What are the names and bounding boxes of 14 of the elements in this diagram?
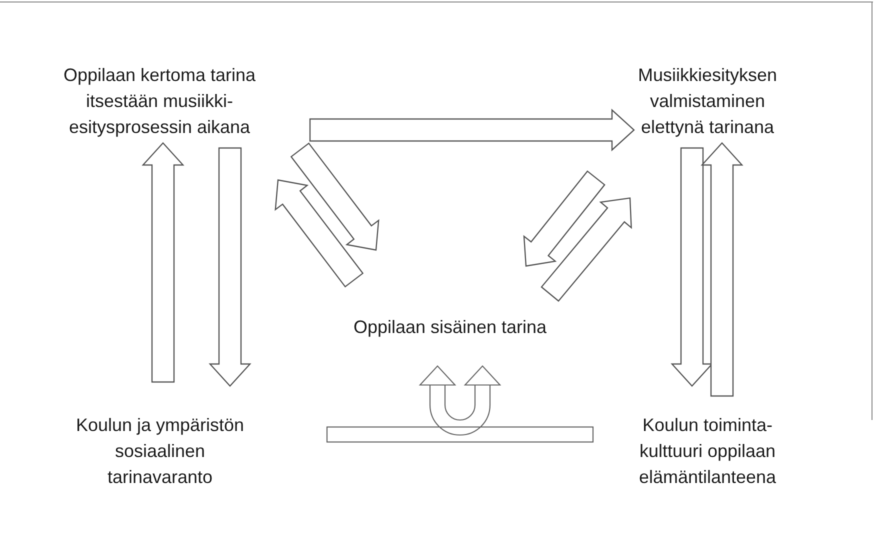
- node-text: Koulun toiminta-kulttuuri oppilaan elämäntilanteena: [638, 414, 778, 489]
- block-arrow: [274, 179, 364, 288]
- block-arrow: [142, 142, 184, 383]
- node-text: Koulun ja ympäristön sosiaalinen tarinavaranto: [74, 414, 246, 489]
- block-arrow: [670, 147, 714, 387]
- node-text: Musiikkiesityksen valmistaminen elettynä tarinana: [636, 64, 778, 139]
- block-arrow: [208, 147, 252, 387]
- block-arrow: [523, 170, 606, 267]
- node-text: Oppilaan kertoma tarina itsestään musiikki-esitysprosessin aikana: [62, 64, 257, 139]
- block-arrow: [700, 142, 744, 397]
- block-arrow: [540, 197, 632, 302]
- node-text: Oppilaan sisäinen tarina: [352, 316, 548, 339]
- block-arrow: [309, 108, 635, 152]
- block-arrow: [290, 142, 380, 251]
